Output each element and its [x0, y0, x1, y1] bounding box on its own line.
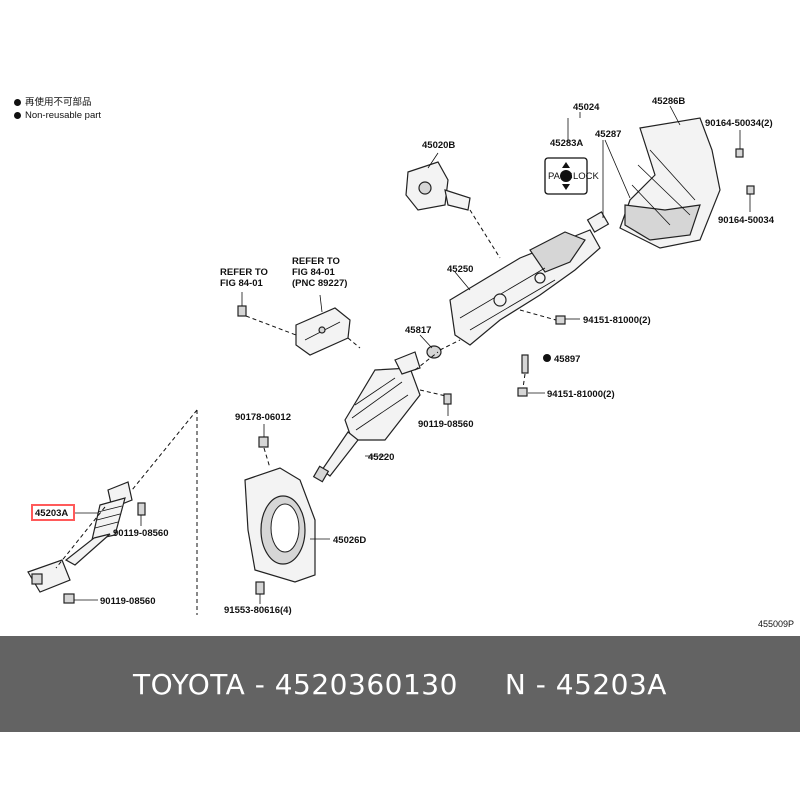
refer-2-line2: FIG 84-01: [292, 267, 335, 278]
refer-2-line1: REFER TO: [292, 256, 340, 267]
label-45024[interactable]: 45024: [573, 102, 600, 113]
label-45020b[interactable]: 45020B: [422, 140, 455, 151]
key-cylinder-45020b[interactable]: [405, 161, 471, 211]
bolt-90119-lower-left[interactable]: [63, 593, 75, 604]
label-91553-80616[interactable]: 91553-80616(4): [224, 605, 292, 616]
washer-91553[interactable]: [255, 581, 265, 595]
label-90164-50034[interactable]: 90164-50034: [718, 215, 775, 226]
svg-text:LOCK: LOCK: [573, 171, 600, 182]
ecu-module-ref[interactable]: [295, 307, 351, 356]
label-45250[interactable]: 45250: [447, 264, 473, 275]
svg-text:PASS: PASS: [548, 171, 573, 182]
bolt-90164-right[interactable]: [746, 185, 755, 195]
label-45220[interactable]: 45220: [368, 452, 394, 463]
bullet-icon: [14, 111, 21, 119]
upper-cover-45286b[interactable]: [619, 117, 721, 249]
part-number-caption: TOYOTA - 4520360130 N - 45203A: [133, 667, 667, 701]
label-45286b[interactable]: 45286B: [652, 96, 685, 107]
label-45817[interactable]: 45817: [405, 325, 431, 336]
label-90119-08560-mid[interactable]: 90119-08560: [418, 419, 473, 430]
intermediate-shaft-45220[interactable]: [312, 351, 421, 483]
label-45287[interactable]: 45287: [595, 129, 621, 140]
nut-94151-upper[interactable]: [555, 315, 566, 325]
exploded-parts-diagram: PASS LOCK: [27, 96, 775, 616]
label-90119-08560-upper-left[interactable]: 90119-08560: [113, 528, 168, 539]
label-94151-81000-upper[interactable]: 94151-81000(2): [583, 315, 651, 326]
lower-shaft-45203a[interactable]: [27, 481, 133, 593]
bolt-90164-top[interactable]: [735, 148, 744, 158]
bullet-icon: [14, 98, 21, 106]
switch-plate-45283a[interactable]: PASS LOCK: [544, 157, 600, 195]
bolt-90119-mid[interactable]: [443, 393, 452, 405]
refer-1-line2: FIG 84-01: [220, 278, 263, 289]
label-94151-81000-lower[interactable]: 94151-81000(2): [547, 389, 615, 400]
refer-2-line3: (PNC 89227): [292, 278, 347, 289]
label-45203a[interactable]: 45203A: [35, 508, 68, 519]
refer-1-line1: REFER TO: [220, 267, 268, 278]
clamp-45817[interactable]: [426, 345, 442, 359]
figure-code: 455009P: [757, 619, 794, 629]
footer-bar: TOYOTA - 4520360130 N - 45203A: [0, 636, 800, 732]
bolt-90119-upper-left[interactable]: [137, 502, 146, 516]
bolt-45897[interactable]: [521, 354, 529, 374]
highlight-box: [31, 504, 75, 521]
label-90164-50034-2[interactable]: 90164-50034(2): [705, 118, 773, 129]
label-45283a[interactable]: 45283A: [550, 138, 583, 149]
nut-94151-lower[interactable]: [517, 387, 528, 397]
steering-column-45250[interactable]: [449, 211, 610, 346]
label-90178-06012[interactable]: 90178-06012: [235, 412, 291, 423]
legend-line-jp: 再使用不可部品: [14, 96, 101, 109]
nut-90178[interactable]: [258, 436, 269, 448]
bolt-ref[interactable]: [237, 305, 247, 317]
dust-seal-45026d[interactable]: [244, 467, 316, 583]
label-90119-08560-lower-left[interactable]: 90119-08560: [100, 596, 155, 607]
label-45897[interactable]: 45897: [554, 354, 580, 365]
label-45026d[interactable]: 45026D: [333, 535, 366, 546]
legend: 再使用不可部品 Non-reusable part: [14, 96, 101, 122]
legend-line-en: Non-reusable part: [14, 109, 101, 122]
